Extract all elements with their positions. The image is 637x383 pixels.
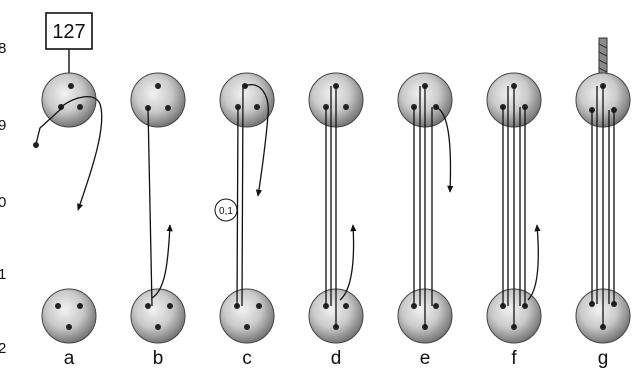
step-label-g: g (598, 348, 609, 369)
bottom-ball-a (42, 289, 96, 343)
top-ball-b (131, 73, 185, 127)
dimension-label: 0,1 (219, 206, 233, 217)
callout-number: 127 (52, 21, 85, 43)
hole (55, 303, 61, 309)
step-label-d: d (331, 348, 342, 369)
wire-end-dot (33, 142, 39, 148)
step-label-b: b (153, 348, 164, 369)
twisted-end (599, 38, 607, 78)
hole (68, 83, 74, 89)
margin-numbers: 8 9 0 1 2 (0, 40, 6, 357)
step-c: 0,1 (215, 73, 274, 343)
step-f (487, 73, 541, 343)
hole (77, 303, 83, 309)
step-label-f: f (511, 348, 517, 369)
bottom-ball-b (131, 289, 185, 343)
step-e (398, 73, 452, 343)
margin-number-8: 8 (0, 40, 6, 57)
step-label-c: c (242, 348, 252, 369)
hole (77, 104, 83, 110)
margin-number-2: 2 (0, 340, 6, 357)
hole (66, 324, 72, 330)
step-label-e: e (420, 348, 431, 369)
wire-arrow-up (152, 225, 170, 298)
step-label-a: a (64, 348, 75, 369)
margin-number-1: 1 (0, 266, 6, 283)
step-b (131, 73, 185, 343)
top-ball-c (220, 73, 274, 127)
margin-number-9: 9 (0, 117, 6, 134)
step-g (576, 38, 630, 343)
callout: 127 (46, 13, 92, 74)
step-a (33, 73, 102, 343)
step-labels: a b c d e f g (64, 348, 609, 369)
step-d (309, 73, 363, 343)
margin-number-0: 0 (0, 194, 6, 211)
bottom-ball-c (220, 289, 274, 343)
